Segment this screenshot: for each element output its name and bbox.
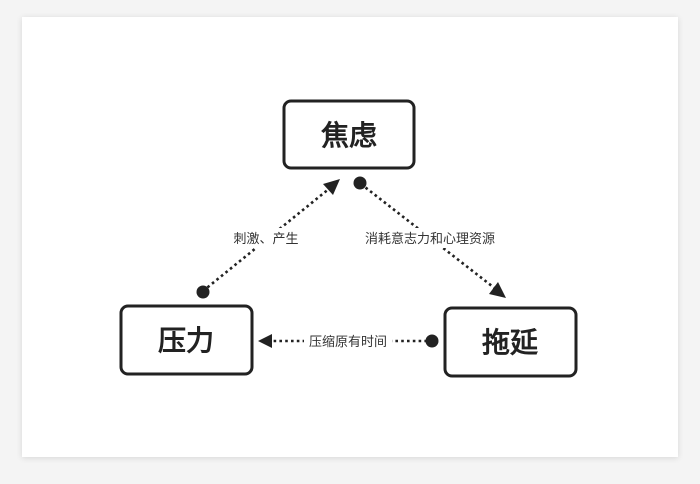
node-box — [443, 306, 578, 378]
node-anxiety: 焦虑 — [282, 99, 416, 170]
arrowhead-icon — [323, 179, 340, 195]
arrowhead-icon — [258, 334, 272, 348]
edge-start-dot — [353, 176, 367, 190]
edge-procrastination-to-pressure — [258, 334, 439, 348]
node-procrastination: 拖延 — [443, 306, 578, 378]
edge-start-dot — [196, 285, 210, 299]
node-box — [282, 99, 416, 170]
edge-label-bg — [358, 228, 502, 248]
node-label-procrastination: 拖延 — [482, 326, 539, 359]
edge-start-dot — [425, 334, 439, 348]
node-label-anxiety: 焦虑 — [321, 119, 377, 152]
edge-anxiety-to-procrastination — [353, 176, 506, 298]
edge-label-bg — [228, 228, 304, 248]
edge-label-pressure-to-anxiety: 刺激、产生 — [233, 232, 298, 247]
node-box — [119, 304, 254, 376]
edge-label-procrastination-to-pressure: 压缩原有时间 — [309, 334, 387, 350]
diagram-card — [22, 17, 678, 457]
arrowhead-icon — [489, 282, 506, 298]
node-label-pressure: 压力 — [158, 324, 214, 357]
edge-label-anxiety-to-procrastination: 消耗意志力和心理资源 — [365, 231, 495, 247]
edge-label-bg — [304, 331, 392, 351]
node-pressure: 压力 — [119, 304, 254, 376]
